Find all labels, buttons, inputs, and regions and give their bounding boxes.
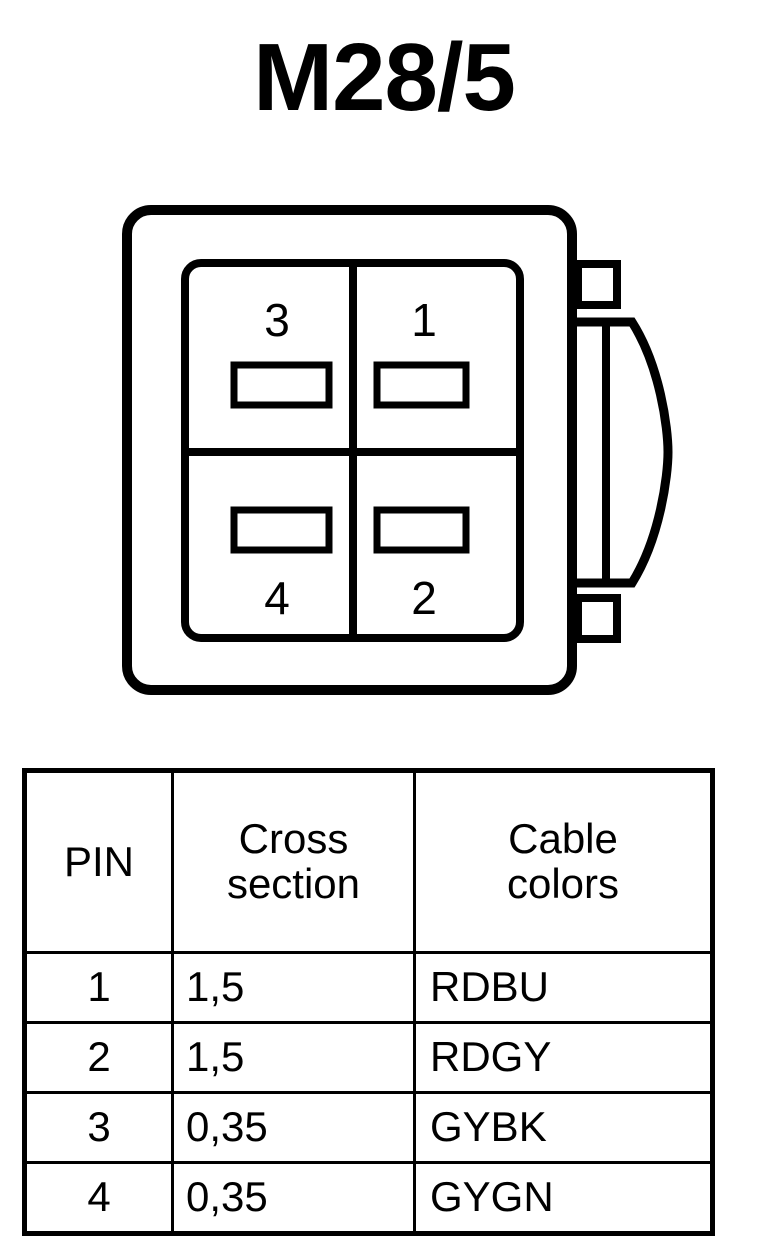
pin-slot-4	[230, 506, 333, 554]
row-cross-section: 0,35	[171, 1161, 416, 1235]
row-cable-colors: RDBU	[413, 951, 714, 1024]
row-cross-section: 1,5	[171, 1021, 416, 1094]
row-cross-section: 0,35	[171, 1091, 416, 1164]
row-cross-section: 1,5	[171, 951, 416, 1024]
row-cable-colors: GYBK	[413, 1091, 714, 1164]
header-cable-colors: Cable colors	[413, 769, 714, 954]
header-cross-section-line1: Cross	[238, 815, 349, 863]
header-cross-section-line2: section	[226, 860, 361, 907]
pin-slot-3	[230, 361, 333, 409]
header-cable-colors-line1: Cable	[508, 815, 618, 863]
pinout-table: PIN Cross section Cable colors 1 1,5 RDB…	[22, 768, 715, 1236]
table-row: 2 1,5 RDGY	[23, 1021, 714, 1094]
header-pin: PIN	[23, 769, 174, 954]
table-row: 4 0,35 GYGN	[23, 1161, 714, 1235]
header-cross-section: Cross section	[171, 769, 416, 954]
pin-label-3: 3	[264, 294, 290, 346]
row-pin: 2	[23, 1021, 174, 1094]
row-pin: 1	[23, 951, 174, 1024]
row-cable-colors: RDGY	[413, 1021, 714, 1094]
latch-body-icon	[561, 317, 673, 588]
connector-svg: 3 1 4 2	[122, 205, 673, 695]
row-cable-colors: GYGN	[413, 1161, 714, 1235]
page-title: M28/5	[253, 24, 516, 131]
table-header-row: PIN Cross section Cable colors	[23, 769, 714, 954]
row-pin: 3	[23, 1091, 174, 1164]
pin-label-1: 1	[411, 294, 437, 346]
table-row: 1 1,5 RDBU	[23, 951, 714, 1024]
pin-label-2: 2	[411, 572, 437, 624]
pin-slot-2	[373, 506, 470, 554]
table-row: 3 0,35 GYBK	[23, 1091, 714, 1164]
pin-label-4: 4	[264, 572, 290, 624]
row-pin: 4	[23, 1161, 174, 1235]
latch-lower-tab-icon	[574, 594, 621, 643]
pin-slot-1	[373, 361, 470, 409]
latch-upper-tab-icon	[574, 260, 621, 309]
header-cable-colors-line2: colors	[506, 860, 620, 907]
connector-diagram: 3 1 4 2	[0, 190, 768, 720]
